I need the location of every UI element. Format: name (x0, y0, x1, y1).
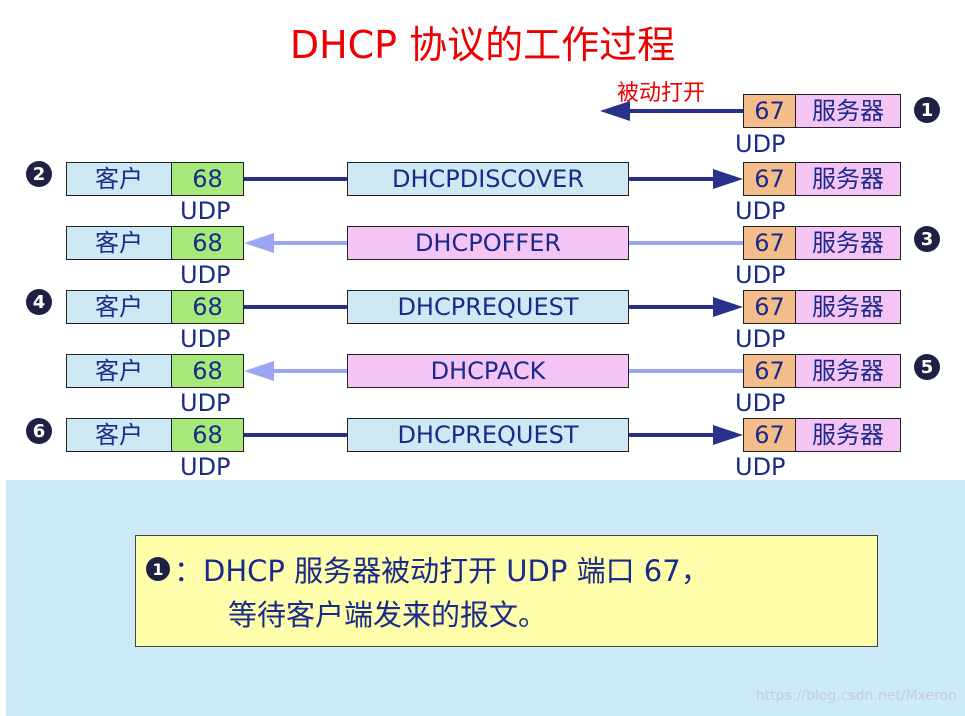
step-marker-4: 4 (26, 289, 52, 315)
server-port-box: 67 (743, 354, 796, 388)
offer-arrowhead (244, 233, 274, 253)
client-udp-label: UDP (180, 453, 231, 481)
request2-arrowhead (713, 425, 743, 445)
server-port-box: 67 (743, 94, 796, 128)
note-line-1: 1 ：DHCP 服务器被动打开 UDP 端口 67， (146, 548, 710, 590)
client-port-box: 68 (171, 226, 244, 260)
passive-open-arrowhead (600, 101, 630, 121)
note-step-marker: 1 (146, 557, 170, 581)
server-udp-label: UDP (735, 389, 786, 417)
step-marker-1: 1 (914, 97, 940, 123)
client-udp-label: UDP (180, 389, 231, 417)
server-udp-label: UDP (735, 130, 786, 158)
server-udp-label: UDP (735, 325, 786, 353)
server-port-box: 67 (743, 290, 796, 324)
watermark: https://blog.csdn.net/Mxeron (755, 688, 957, 704)
page-title: DHCP 协议的工作过程 (289, 23, 676, 67)
server-port-box: 67 (743, 162, 796, 196)
passive-open-label: 被动打开 (617, 81, 706, 106)
client-box: 客户 (66, 290, 172, 324)
request-arrowhead (713, 297, 743, 317)
server-udp-label: UDP (735, 261, 786, 289)
server-box: 服务器 (795, 290, 901, 324)
client-box: 客户 (66, 418, 172, 452)
step-marker-3: 3 (914, 226, 940, 252)
client-port-box: 68 (171, 418, 244, 452)
note-line-2: 等待客户端发来的报文。 (228, 598, 548, 632)
server-box: 服务器 (795, 418, 901, 452)
client-udp-label: UDP (180, 261, 231, 289)
server-port-box: 67 (743, 226, 796, 260)
discover-arrowhead (713, 169, 743, 189)
client-port-box: 68 (171, 290, 244, 324)
message-box-request-2: DHCPREQUEST (347, 418, 629, 452)
step-marker-6: 6 (26, 418, 52, 444)
client-box: 客户 (66, 162, 172, 196)
ack-arrowhead (244, 361, 274, 381)
server-box: 服务器 (795, 354, 901, 388)
server-port-box: 67 (743, 418, 796, 452)
message-box-discover: DHCPDISCOVER (347, 162, 629, 196)
client-udp-label: UDP (180, 325, 231, 353)
server-box: 服务器 (795, 94, 901, 128)
client-box: 客户 (66, 354, 172, 388)
message-box-offer: DHCPOFFER (347, 226, 629, 260)
client-port-box: 68 (171, 162, 244, 196)
step-marker-2: 2 (26, 161, 52, 187)
message-box-ack: DHCPACK (347, 354, 629, 388)
note-line-1-text: ：DHCP 服务器被动打开 UDP 端口 67， (174, 554, 710, 588)
server-udp-label: UDP (735, 197, 786, 225)
client-udp-label: UDP (180, 197, 231, 225)
explanation-note: 1 ：DHCP 服务器被动打开 UDP 端口 67， 等待客户端发来的报文。 (135, 535, 878, 647)
server-box: 服务器 (795, 162, 901, 196)
step-marker-5: 5 (914, 354, 940, 380)
message-box-request: DHCPREQUEST (347, 290, 629, 324)
client-port-box: 68 (171, 354, 244, 388)
server-box: 服务器 (795, 226, 901, 260)
client-box: 客户 (66, 226, 172, 260)
server-udp-label: UDP (735, 453, 786, 481)
